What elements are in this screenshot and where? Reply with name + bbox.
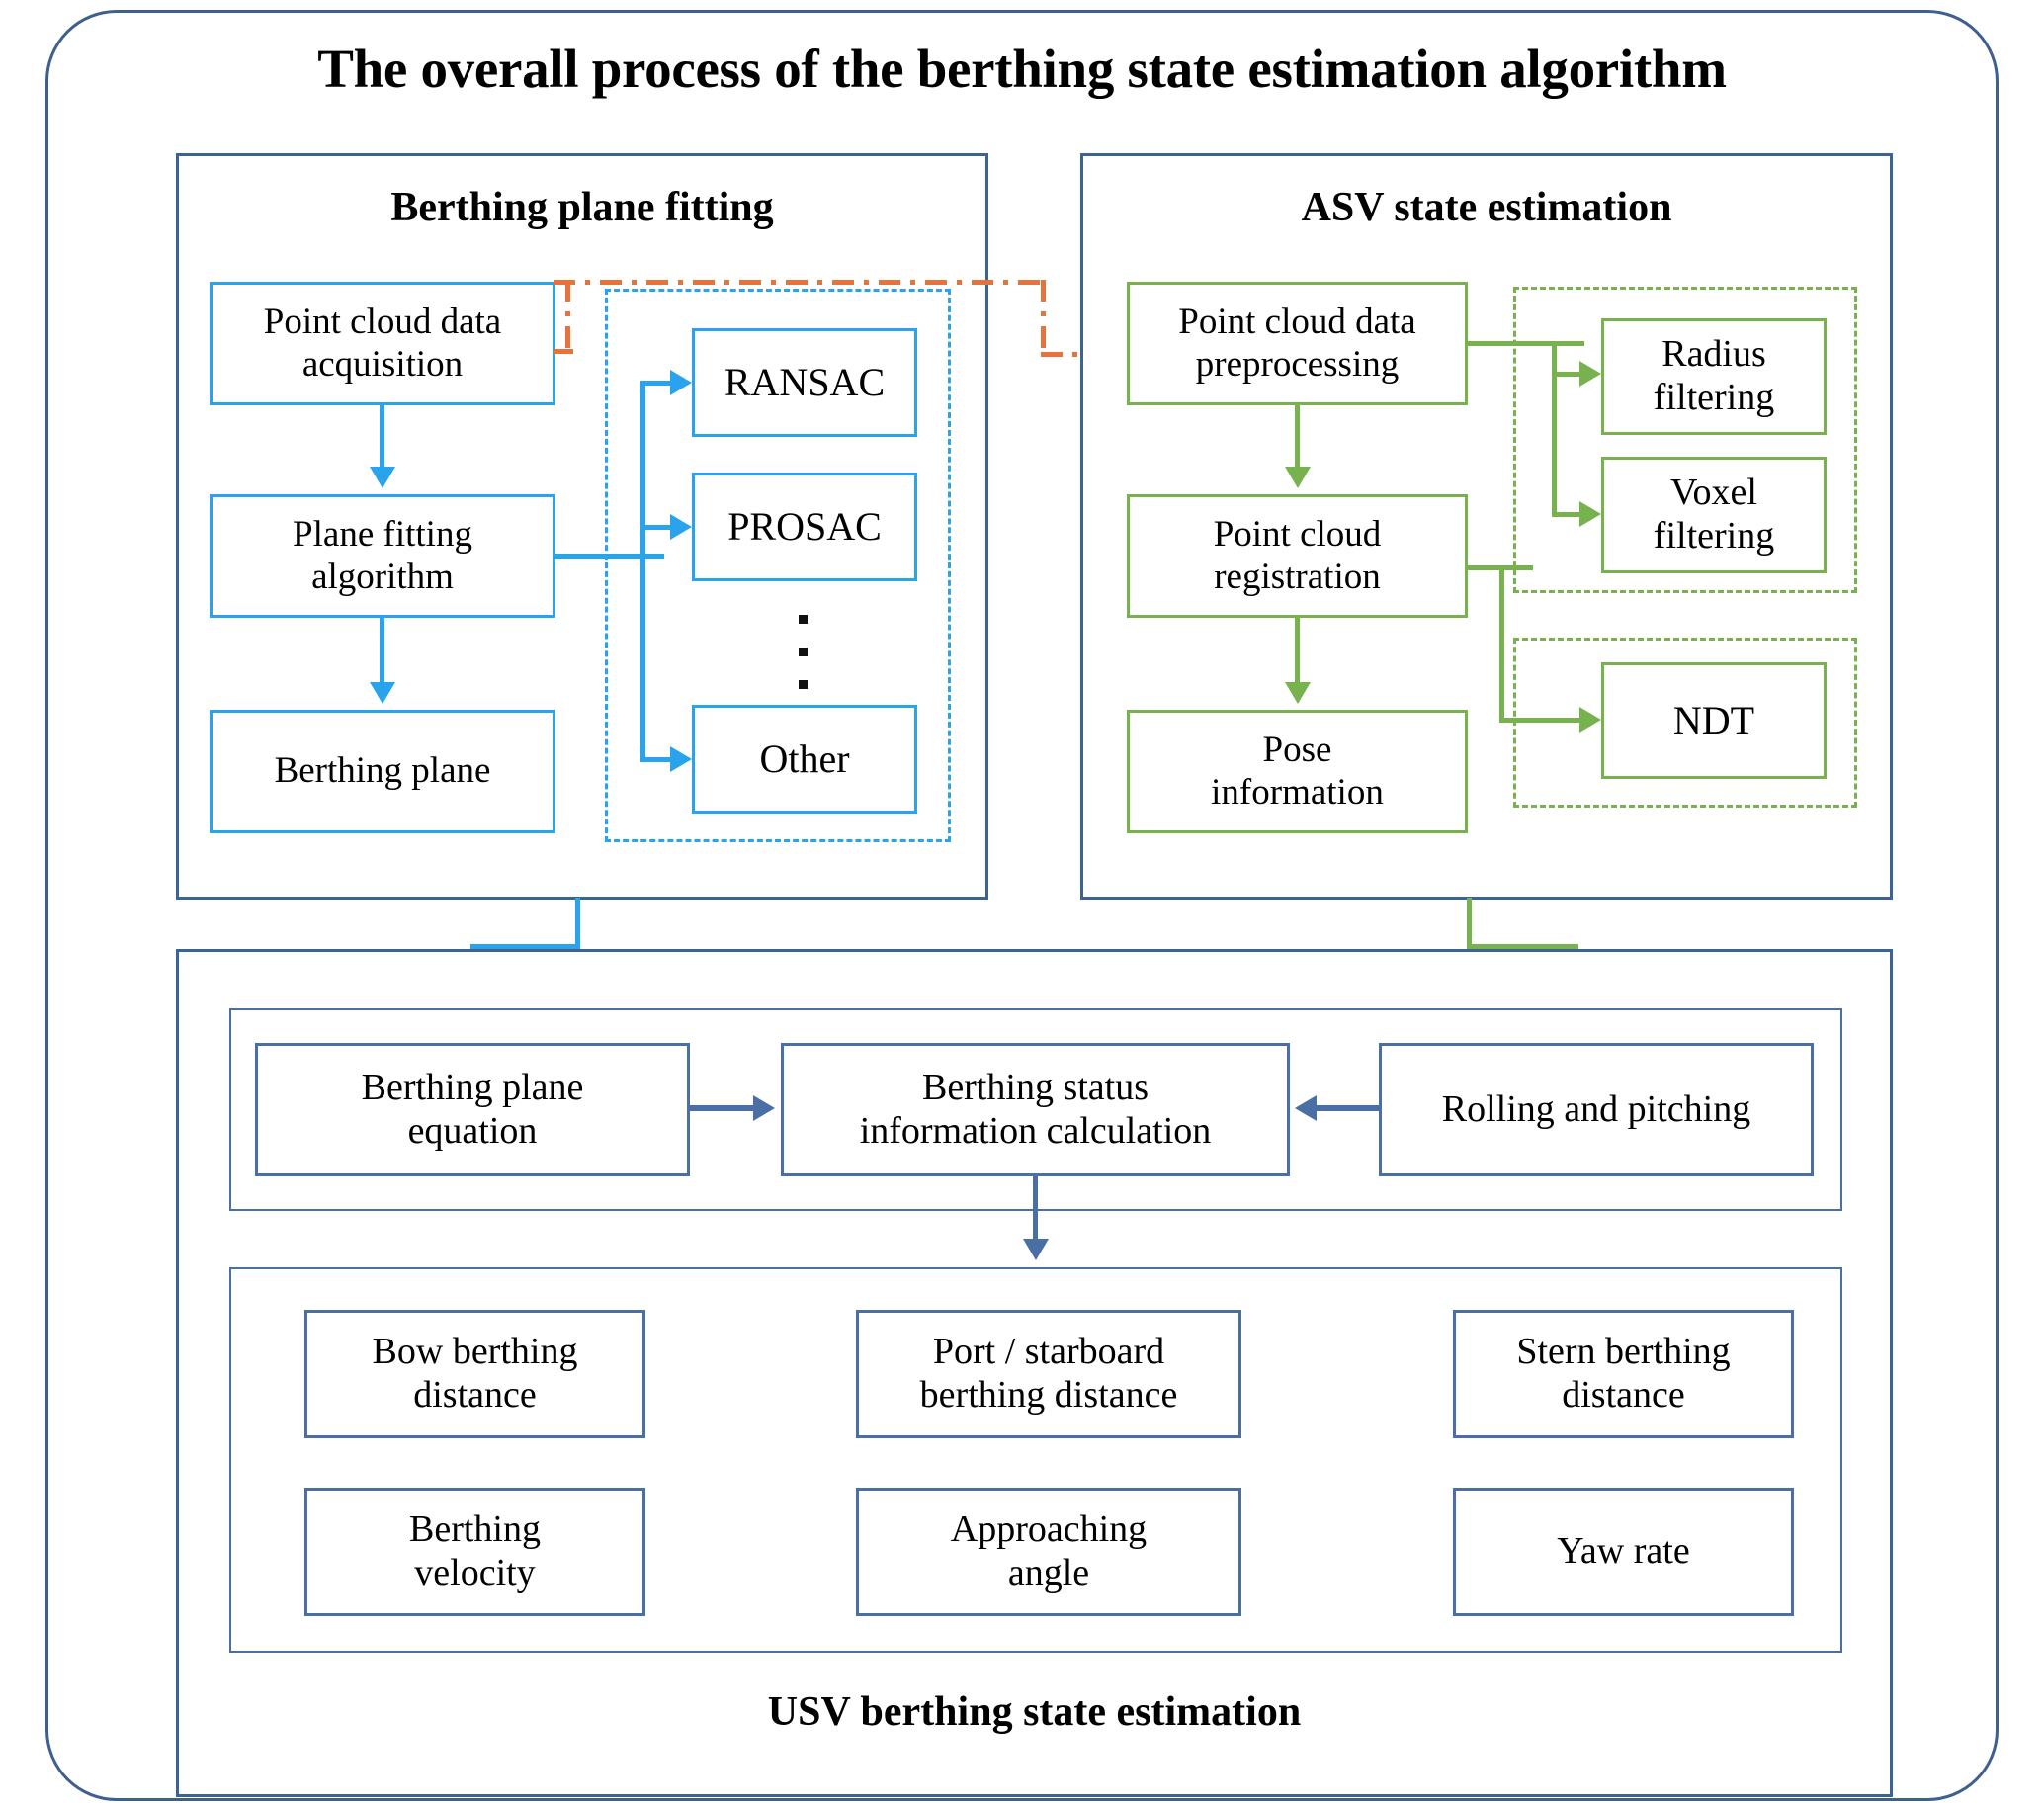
connector-algo-bus-vertical xyxy=(640,381,645,761)
connector-registration-to-pose xyxy=(1295,618,1300,682)
node-label: Pose information xyxy=(1211,729,1384,813)
node-label: PROSAC xyxy=(727,504,882,549)
arrowhead-down-icon xyxy=(1285,682,1311,704)
node-label: Voxel filtering xyxy=(1653,472,1775,557)
arrowhead-down-icon xyxy=(370,467,395,488)
node-berthing-status-information-calculation[interactable]: Berthing status information calculation xyxy=(781,1043,1290,1176)
connector-preproc-to-registration xyxy=(1295,405,1300,467)
node-berthing-plane[interactable]: Berthing plane xyxy=(210,710,555,833)
node-label: Stern berthing distance xyxy=(1516,1331,1731,1416)
node-rolling-and-pitching[interactable]: Rolling and pitching xyxy=(1379,1043,1814,1176)
node-point-cloud-registration[interactable]: Point cloud registration xyxy=(1127,494,1468,618)
node-berthing-plane-equation[interactable]: Berthing plane equation xyxy=(255,1043,690,1176)
connector-bus-to-ndt xyxy=(1499,718,1587,723)
group-registration-methods xyxy=(1513,638,1857,808)
connector-fit-bus-out xyxy=(555,554,664,559)
connector-fit-to-plane xyxy=(380,618,384,682)
connector-left-panel-jog xyxy=(470,944,580,949)
node-label: Approaching angle xyxy=(950,1509,1148,1594)
node-label: Plane fitting algorithm xyxy=(293,513,472,597)
connector-bus-to-other xyxy=(640,757,678,762)
node-label: RANSAC xyxy=(724,360,886,404)
node-label: Berthing plane equation xyxy=(361,1066,584,1152)
node-point-cloud-data-acquisition[interactable]: Point cloud data acquisition xyxy=(210,282,555,405)
link-into-preprocessing xyxy=(1041,352,1112,357)
connector-status-to-outputs xyxy=(1033,1176,1038,1241)
arrowhead-right-icon xyxy=(670,370,692,395)
connector-rolling-to-status xyxy=(1317,1105,1379,1111)
group-plane-fitting-algorithms xyxy=(605,289,951,842)
panel-heading-berthing-plane-fitting: Berthing plane fitting xyxy=(390,185,774,230)
connector-preproc-bus-out xyxy=(1468,341,1584,346)
node-approaching-angle[interactable]: Approaching angle xyxy=(856,1488,1241,1616)
connector-bus-to-ransac xyxy=(640,381,678,386)
panel-caption-usv-berthing-state-estimation: USV berthing state estimation xyxy=(767,1689,1302,1735)
node-port-starboard-berthing-distance[interactable]: Port / starboard berthing distance xyxy=(856,1310,1241,1438)
node-label: NDT xyxy=(1672,698,1755,742)
arrowhead-down-icon xyxy=(1023,1239,1049,1260)
arrowhead-right-icon xyxy=(753,1095,775,1121)
node-label: Port / starboard berthing distance xyxy=(919,1331,1178,1416)
node-label: Berthing plane xyxy=(274,750,491,792)
connector-bus-to-voxel xyxy=(1552,512,1587,517)
node-stern-berthing-distance[interactable]: Stern berthing distance xyxy=(1453,1310,1794,1438)
arrowhead-left-icon xyxy=(1295,1095,1317,1121)
connector-right-panel-drop-a xyxy=(1467,898,1472,949)
node-bow-berthing-distance[interactable]: Bow berthing distance xyxy=(304,1310,645,1438)
node-pose-information[interactable]: Pose information xyxy=(1127,710,1468,833)
arrowhead-right-icon xyxy=(1579,707,1601,733)
node-other[interactable]: Other xyxy=(692,705,917,814)
connector-filter-bus-vertical xyxy=(1552,341,1557,517)
node-label: Berthing velocity xyxy=(409,1509,541,1594)
arrowhead-right-icon xyxy=(1579,501,1601,527)
panel-heading-asv-state-estimation: ASV state estimation xyxy=(1301,185,1672,230)
node-label: Point cloud data preprocessing xyxy=(1178,301,1416,385)
diagram-outer-frame xyxy=(45,10,1999,1801)
node-prosac[interactable]: PROSAC xyxy=(692,473,917,581)
connector-left-panel-drop-a xyxy=(575,898,580,949)
vertical-ellipsis-icon xyxy=(799,615,808,689)
node-yaw-rate[interactable]: Yaw rate xyxy=(1453,1488,1794,1616)
node-berthing-velocity[interactable]: Berthing velocity xyxy=(304,1488,645,1616)
node-label: Bow berthing distance xyxy=(372,1331,578,1416)
group-point-cloud-filters xyxy=(1513,287,1857,593)
arrowhead-right-icon xyxy=(670,514,692,540)
node-voxel-filtering[interactable]: Voxel filtering xyxy=(1601,457,1827,573)
node-label: Point cloud data acquisition xyxy=(263,301,502,385)
arrowhead-right-icon xyxy=(1579,361,1601,387)
arrowhead-down-icon xyxy=(370,682,395,704)
node-label: Yaw rate xyxy=(1557,1530,1690,1573)
page-title: The overall process of the berthing stat… xyxy=(317,39,1727,99)
connector-bus-to-radius xyxy=(1552,372,1587,377)
connector-right-panel-jog xyxy=(1467,944,1578,949)
node-ndt[interactable]: NDT xyxy=(1601,662,1827,779)
connector-ndt-bus-vertical xyxy=(1499,565,1504,722)
connector-acq-to-fit xyxy=(380,405,384,467)
arrowhead-right-icon xyxy=(670,746,692,772)
node-label: Berthing status information calculation xyxy=(859,1066,1212,1152)
node-plane-fitting-algorithm[interactable]: Plane fitting algorithm xyxy=(210,494,555,618)
connector-bus-to-prosac xyxy=(640,525,678,530)
arrowhead-down-icon xyxy=(1285,467,1311,488)
node-label: Radius filtering xyxy=(1653,333,1775,418)
node-radius-filtering[interactable]: Radius filtering xyxy=(1601,318,1827,435)
link-preprocessing-drop xyxy=(1041,280,1046,357)
link-acquisition-drop xyxy=(565,280,570,354)
node-label: Other xyxy=(759,736,850,781)
link-acquisition-stub xyxy=(554,349,573,354)
link-acquisition-to-preprocessing-top xyxy=(554,280,1046,285)
node-label: Point cloud registration xyxy=(1213,513,1382,597)
connector-equation-to-status xyxy=(690,1105,757,1111)
node-point-cloud-data-preprocessing[interactable]: Point cloud data preprocessing xyxy=(1127,282,1468,405)
node-label: Rolling and pitching xyxy=(1441,1087,1751,1130)
node-ransac[interactable]: RANSAC xyxy=(692,328,917,437)
